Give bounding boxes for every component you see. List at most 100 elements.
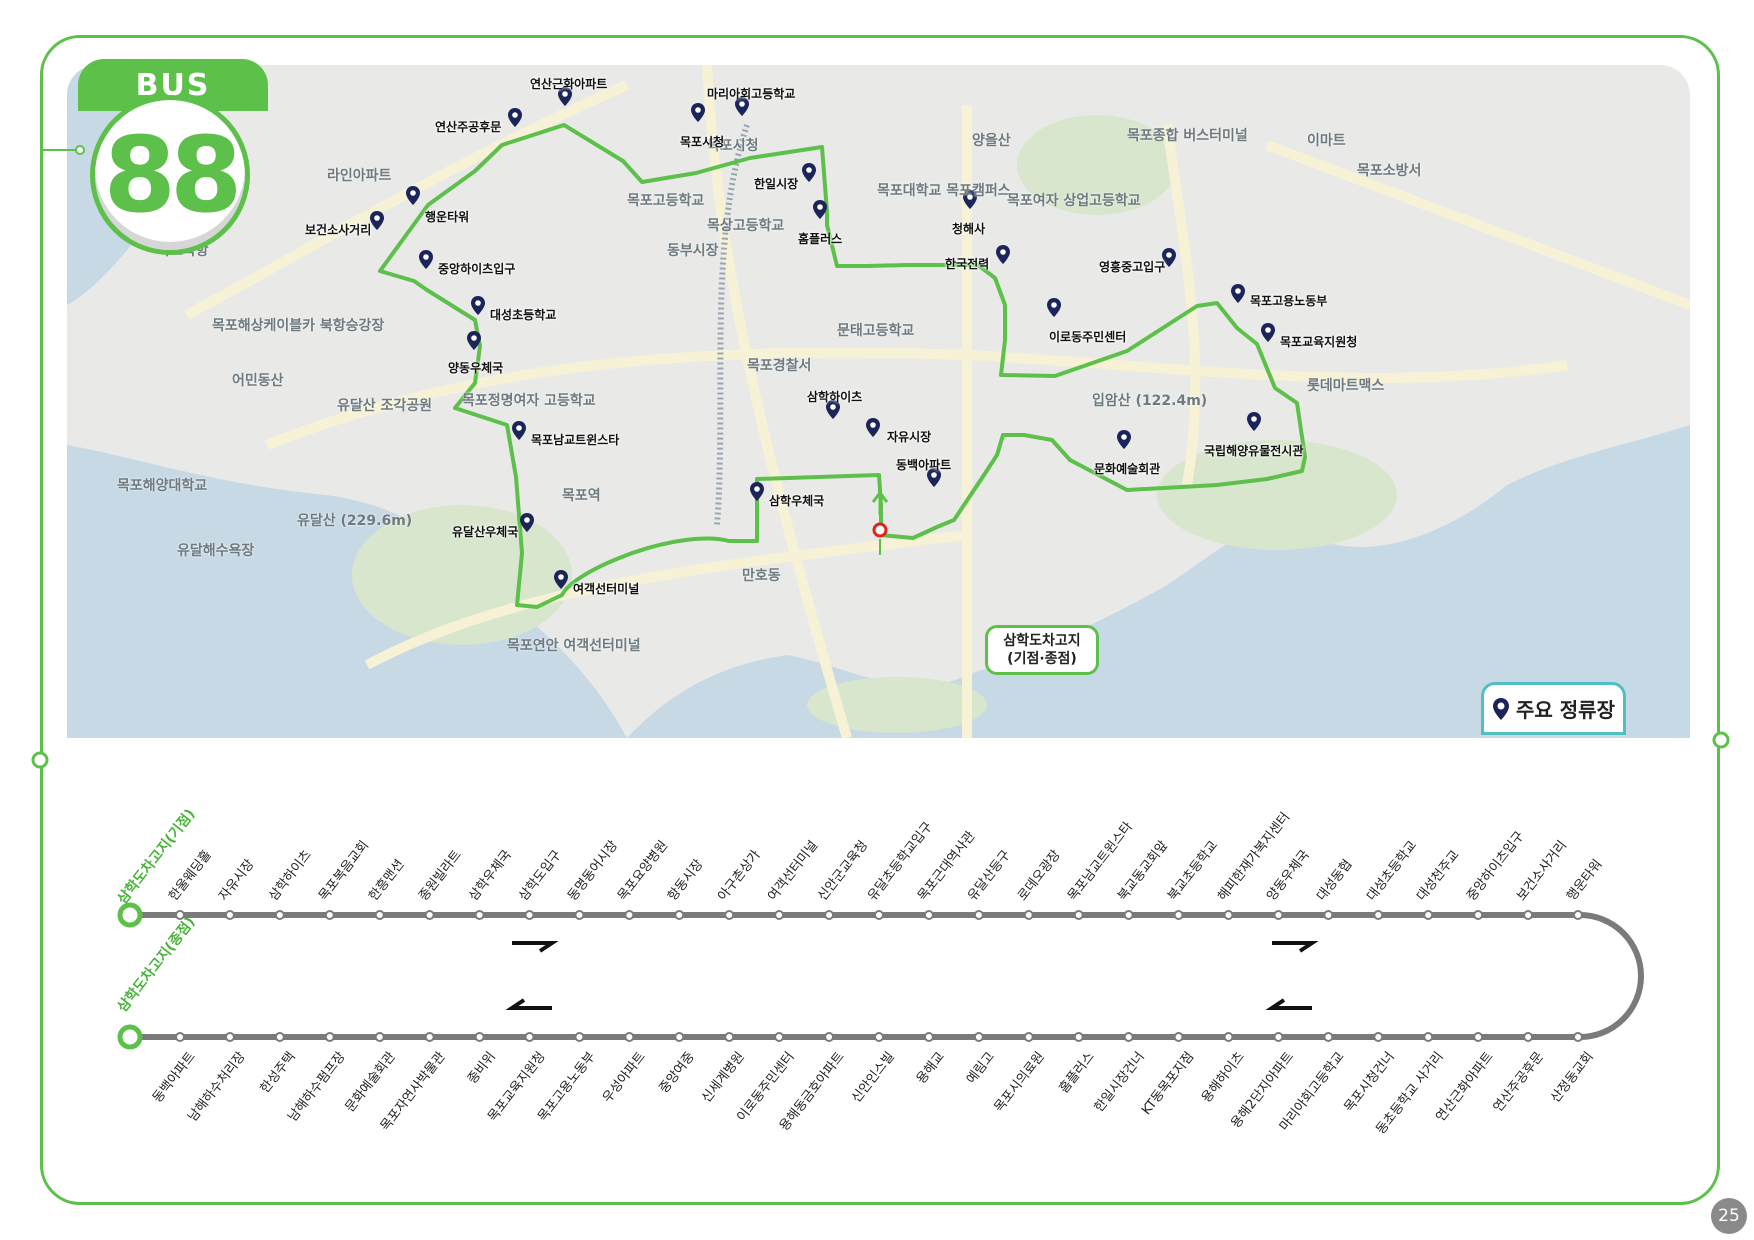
outbound-stop-dot-2 [274, 910, 285, 920]
map-stop-label-5: 행운타워 [425, 210, 470, 224]
outbound-stop-dot-8 [574, 910, 585, 920]
map-pin-hole [870, 422, 876, 428]
map-place-20: 이마트 [1307, 133, 1346, 149]
map-stop-label-15: 목포교육지원청 [1280, 335, 1358, 349]
road-3 [364, 530, 968, 670]
outbound-stop-dot-10 [674, 910, 685, 920]
start-terminal-dot [117, 902, 143, 928]
road-6 [1265, 140, 1690, 310]
map-stop-label-17: 삼학하이츠 [807, 390, 863, 404]
depot-callout-line2: (기점·종점) [1007, 651, 1077, 667]
map-stop-pin-19 [866, 418, 880, 437]
map-place-6: 목포대학교 목포캠퍼스 [877, 183, 1011, 199]
map-pin-hole [1235, 288, 1241, 294]
outbound-stop-dot-25 [1423, 910, 1434, 920]
map-place-1: 목포고등학교 [627, 193, 705, 209]
map-stop-label-9: 중앙하이츠입구 [438, 262, 516, 276]
map-pin-hole [423, 254, 429, 260]
map-stop-pin-9 [419, 250, 433, 269]
inbound-stop-dot-2 [274, 1032, 285, 1042]
map-place-25: 목포연안 여객선터미널 [507, 638, 641, 654]
map-stop-label-19: 자유시장 [887, 430, 932, 444]
badge-connector-dot [75, 145, 85, 155]
outbound-stop-dot-7 [524, 910, 535, 920]
map-pin-hole [516, 425, 522, 431]
map-place-16: 유달산 조각공원 [337, 398, 433, 414]
inbound-stop-dot-15 [923, 1032, 934, 1042]
map-place-0: 목포시청 [707, 138, 759, 154]
frame-dot-right [1712, 731, 1730, 749]
map-place-7: 목포여자 상업고등학교 [1007, 193, 1141, 209]
legend-major-stops: 주요 정류장 [1481, 682, 1626, 735]
map-pin-hole [1000, 249, 1006, 255]
map-stop-pin-23 [750, 482, 764, 501]
inbound-stop-dot-7 [524, 1032, 535, 1042]
outbound-stop-dot-4 [374, 910, 385, 920]
depot-marker [872, 522, 888, 538]
map-stop-label-13: 목포고용노동부 [1250, 294, 1328, 308]
map-place-15: 어민동산 [232, 373, 284, 389]
depot-callout-line1: 삼학도차고지 [1003, 633, 1081, 649]
page-frame [40, 35, 1720, 1205]
map-stop-pin-12 [471, 296, 485, 315]
inbound-stop-dot-27 [1523, 1032, 1534, 1042]
outbound-stop-dot-11 [724, 910, 735, 920]
inbound-stop-dot-11 [724, 1032, 735, 1042]
map-stop-label-16: 양동우체국 [448, 361, 504, 375]
map-stop-label-8: 홈플러스 [798, 232, 843, 246]
route-number-circle [90, 95, 250, 255]
outbound-stop-dot-0 [175, 910, 185, 920]
map-pin-hole [524, 517, 530, 523]
inbound-stop-dot-24 [1373, 1032, 1384, 1042]
route-number: 88 [103, 114, 243, 236]
direction-arrow-inbound-2 [1265, 998, 1312, 1010]
map-stop-pin-17 [826, 400, 840, 419]
map-stop-pin-16 [467, 331, 481, 350]
inbound-stop-dot-22 [1273, 1032, 1284, 1042]
map-stop-pin-13 [1231, 284, 1245, 303]
map-pin-hole [695, 107, 701, 113]
map-stop-pin-8 [813, 200, 827, 219]
outbound-stop-dot-28 [1573, 910, 1583, 920]
inbound-stop-dot-20 [1173, 1032, 1184, 1042]
outbound-stop-dot-9 [624, 910, 635, 920]
outbound-stop-dot-27 [1523, 910, 1534, 920]
map-place-2: 목상고등학교 [707, 218, 785, 234]
park-yangeulsan [1017, 115, 1177, 215]
map-pin-hole [558, 574, 564, 580]
map-pin-hole [1121, 434, 1127, 440]
map-place-19: 목포종합 버스터미널 [1127, 128, 1248, 144]
outbound-stop-dot-5 [424, 910, 435, 920]
outbound-stop-dot-1 [224, 910, 235, 920]
outbound-stop-dot-13 [824, 910, 835, 920]
legend-label: 주요 정류장 [1516, 698, 1615, 722]
inbound-stop-dot-26 [1473, 1032, 1484, 1042]
map-place-17: 목포정명여자 고등학교 [462, 393, 596, 409]
map-stop-pin-0 [558, 87, 572, 106]
inbound-stop-dot-14 [874, 1032, 884, 1042]
map-place-5: 문태고등학교 [837, 323, 915, 339]
bus-route-badge: BUS 88 [78, 55, 278, 255]
outbound-stop-dot-16 [973, 910, 984, 920]
direction-arrow-outbound-1 [512, 941, 559, 953]
inbound-stop-dot-25 [1423, 1032, 1434, 1042]
direction-arrow-outbound-2 [1272, 941, 1319, 953]
outbound-stop-dot-14 [874, 910, 884, 920]
outbound-stop-dot-18 [1073, 910, 1084, 920]
inbound-stop-dot-10 [674, 1032, 685, 1042]
map-stop-pin-20 [1247, 412, 1261, 431]
depot-callout: 삼학도차고지 (기점·종점) [985, 625, 1099, 675]
inbound-stop-dot-1 [224, 1032, 235, 1042]
map-place-14: 목포해상케이블카 북항승강장 [212, 318, 385, 334]
map-stop-pin-1 [735, 97, 749, 116]
inbound-stop-dot-23 [1323, 1032, 1334, 1042]
map-stop-pin-22 [927, 468, 941, 487]
outbound-stop-dot-17 [1023, 910, 1034, 920]
map-pin-hole [931, 472, 937, 478]
depot-direction-arrow [871, 490, 889, 515]
map-stop-label-21: 문화예술회관 [1094, 462, 1161, 476]
map-stop-pin-3 [691, 103, 705, 122]
outbound-stop-dot-26 [1473, 910, 1484, 920]
inbound-stop-dot-12 [774, 1032, 785, 1042]
